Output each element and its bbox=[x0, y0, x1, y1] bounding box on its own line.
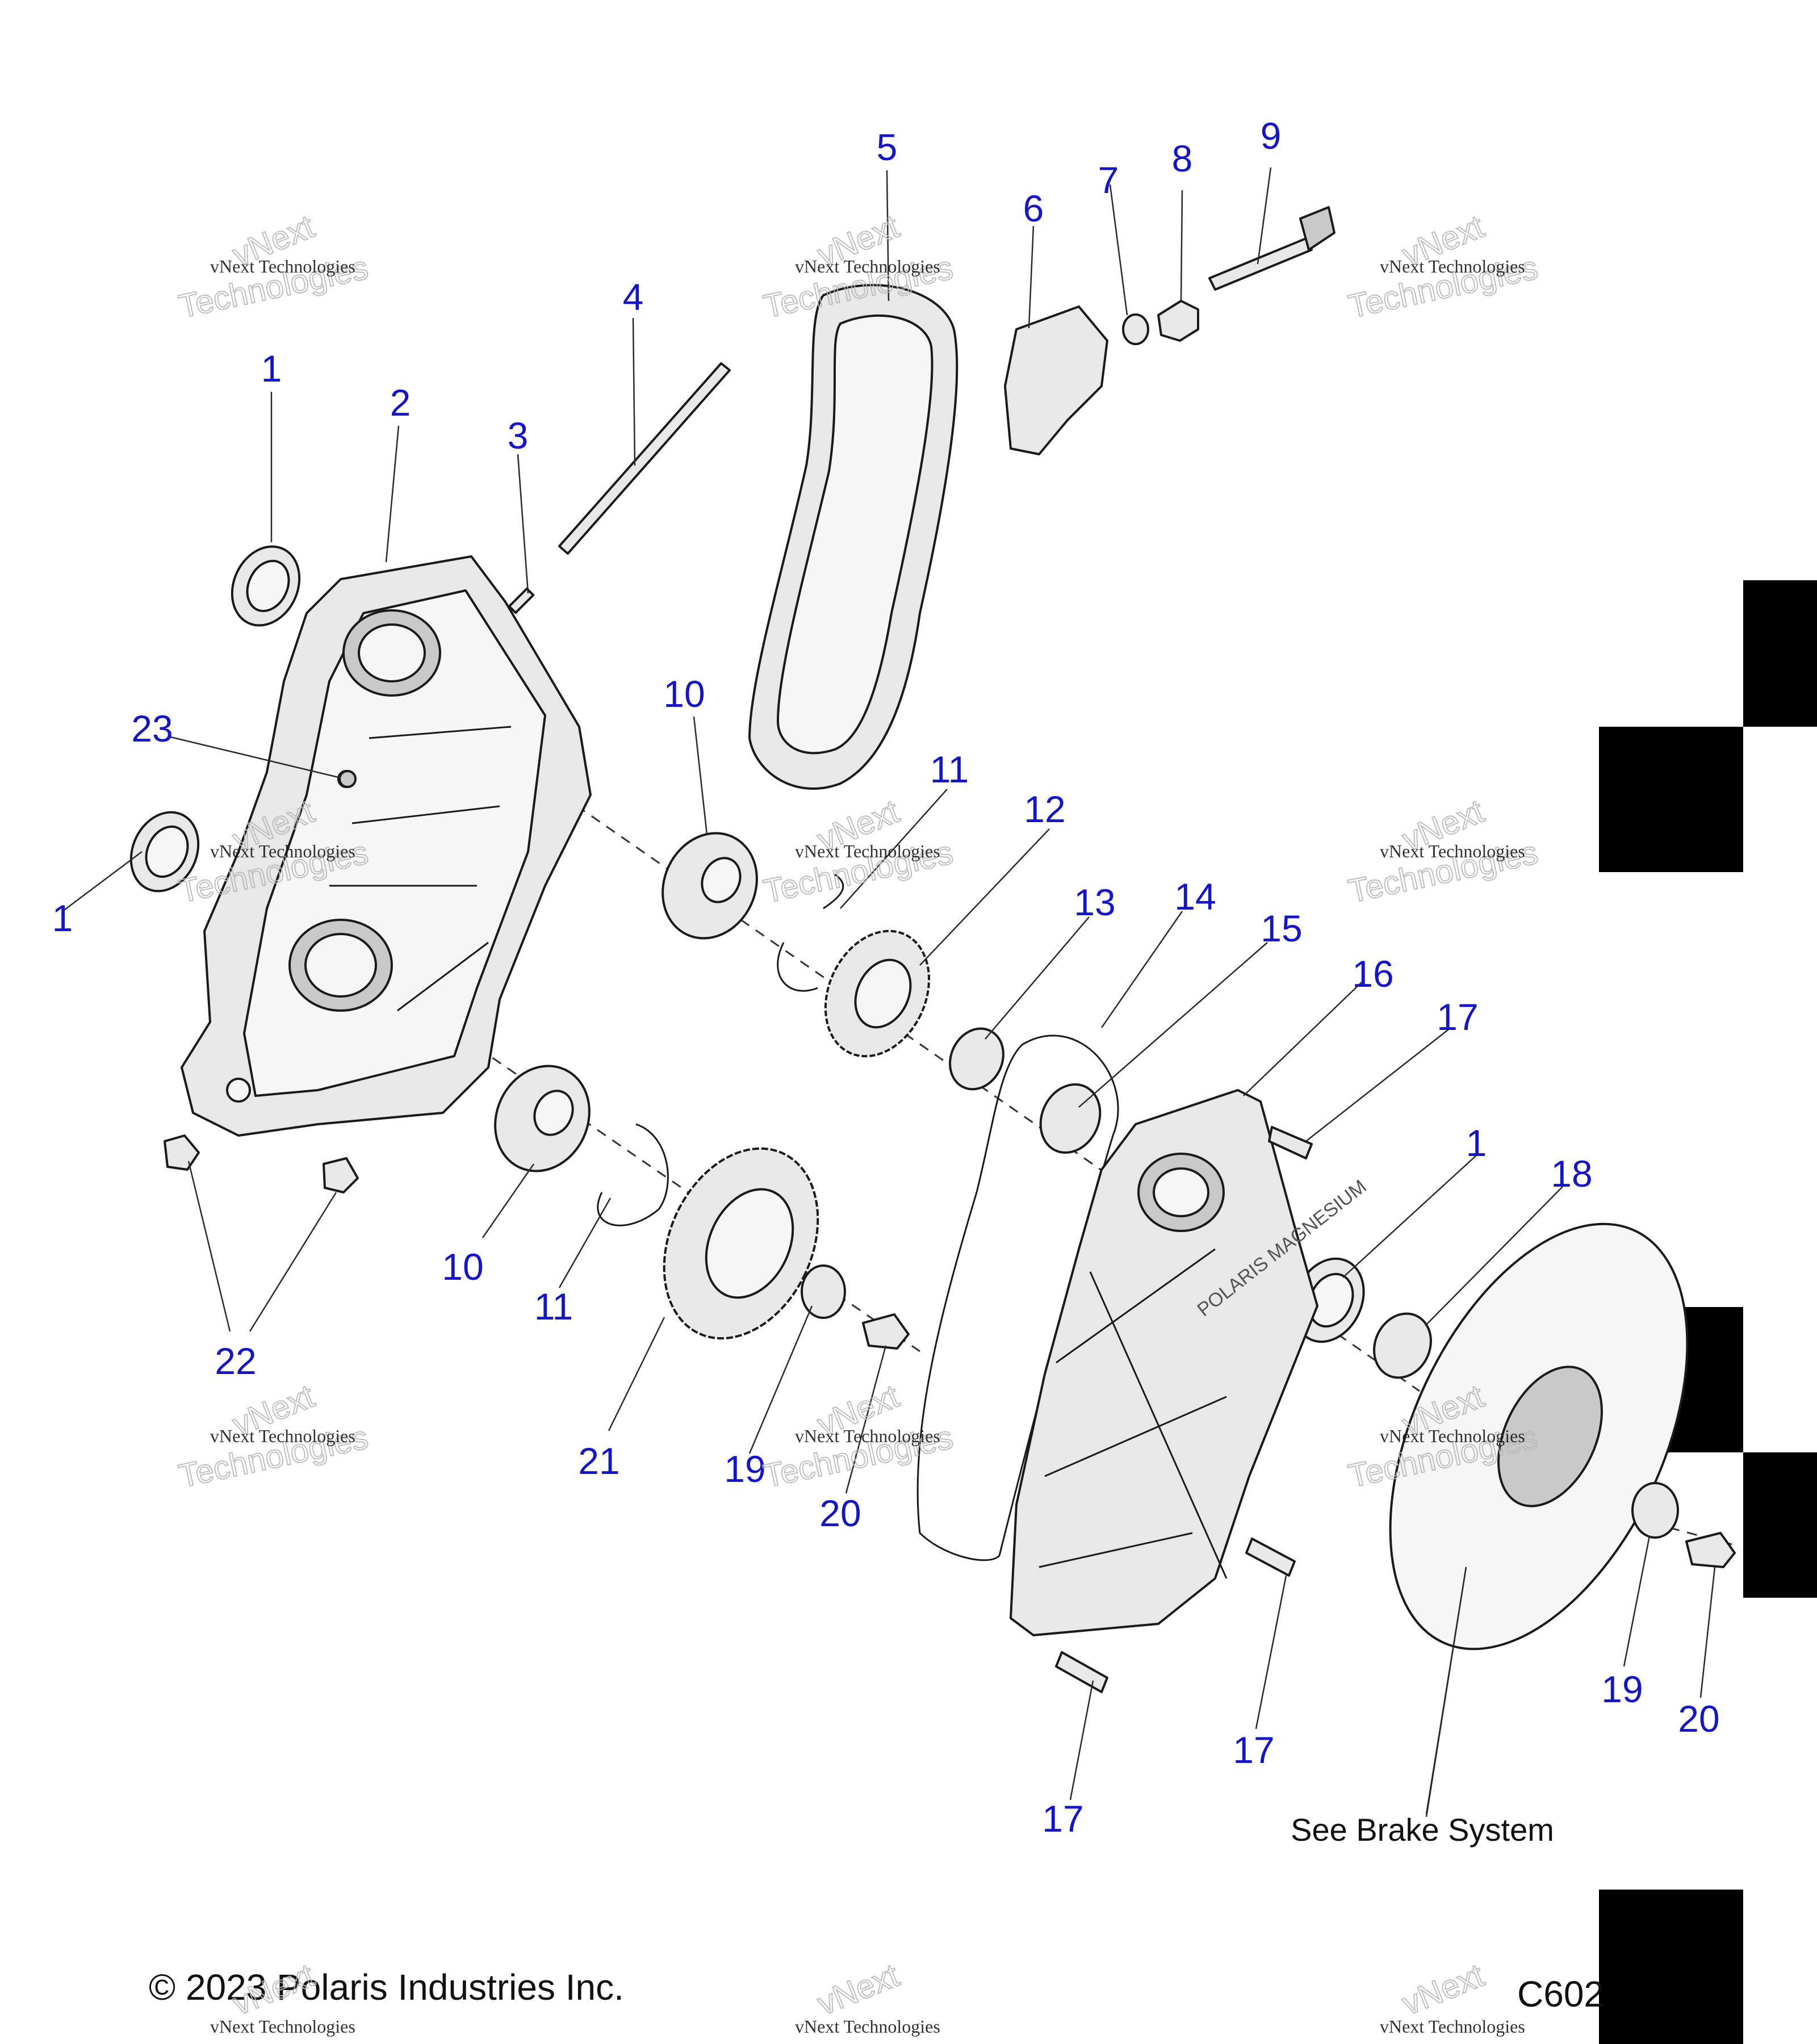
watermark: vNext vNext Technologies bbox=[1380, 1956, 1525, 2037]
callout-17: 17 bbox=[1437, 996, 1478, 1038]
snap-ring-lower bbox=[597, 1123, 669, 1226]
bearing-lower bbox=[494, 1065, 591, 1172]
callout-2: 2 bbox=[390, 382, 411, 424]
svg-text:vNext Technologies: vNext Technologies bbox=[1380, 256, 1525, 277]
copyright: © 2023 Polaris Industries Inc. bbox=[149, 1967, 624, 2008]
callout-8: 8 bbox=[1172, 137, 1193, 179]
callout-10: 10 bbox=[663, 673, 705, 715]
seal-upper-left bbox=[231, 545, 301, 627]
watermark: vNext Technologies vNext Technologies bbox=[175, 1377, 372, 1495]
callout-1: 1 bbox=[1466, 1122, 1487, 1164]
callout-21: 21 bbox=[578, 1440, 619, 1482]
svg-text:vNext Technologies: vNext Technologies bbox=[1380, 841, 1525, 861]
callout-9: 9 bbox=[1261, 115, 1282, 157]
leader-lines bbox=[62, 167, 1716, 1817]
seal-15 bbox=[1039, 1083, 1102, 1154]
diagram-code: C602 bbox=[1517, 1974, 1604, 2014]
svg-text:vNext Technologies: vNext Technologies bbox=[210, 2016, 355, 2037]
plug-22-right bbox=[323, 1157, 359, 1193]
dowel-pin bbox=[508, 587, 535, 614]
callouts: 1 2 3 4 5 6 7 8 9 23 1 10 11 12 13 14 15… bbox=[52, 115, 1720, 1840]
callout-15: 15 bbox=[1261, 907, 1302, 949]
driven-gear bbox=[663, 1147, 819, 1340]
cover-bolt-mid bbox=[1245, 1538, 1296, 1577]
callout-11: 11 bbox=[534, 1285, 573, 1327]
tensioner-shoe bbox=[1004, 305, 1108, 455]
cover-bolt-upper bbox=[1268, 1126, 1313, 1159]
registration-block bbox=[1599, 1890, 1743, 2044]
callout-12: 12 bbox=[1024, 788, 1065, 830]
shaft bbox=[558, 362, 731, 555]
brake-disc bbox=[1389, 1222, 1689, 1651]
bolt-20-left bbox=[862, 1313, 910, 1350]
registration-block bbox=[1743, 1452, 1817, 1598]
seal-right bbox=[1292, 1257, 1365, 1343]
callout-17: 17 bbox=[1042, 1798, 1083, 1840]
svg-text:vNext Technologies: vNext Technologies bbox=[1380, 2016, 1525, 2037]
gasket-o-ring bbox=[916, 1034, 1119, 1561]
watermark: vNext Technologies vNext Technologies bbox=[760, 792, 957, 910]
watermark: vNext vNext Technologies bbox=[795, 1956, 940, 2037]
svg-text:vNext Technologies: vNext Technologies bbox=[210, 256, 355, 277]
drive-gear bbox=[824, 929, 931, 1058]
callout-19: 19 bbox=[724, 1448, 765, 1490]
gearcase-cover: POLARIS MAGNESIUM bbox=[1010, 1089, 1371, 1636]
bushing-13 bbox=[949, 1027, 1004, 1091]
callout-4: 4 bbox=[623, 276, 644, 318]
svg-text:vNext Technologies: vNext Technologies bbox=[210, 841, 355, 861]
bolt-9 bbox=[1208, 206, 1335, 291]
callout-16: 16 bbox=[1352, 953, 1393, 995]
registration-block bbox=[1743, 580, 1817, 727]
see-brake-system-note: See Brake System bbox=[1291, 1812, 1554, 1848]
svg-text:vNext: vNext bbox=[1397, 1957, 1489, 2022]
svg-text:vNext Technologies: vNext Technologies bbox=[795, 2016, 940, 2037]
callout-10: 10 bbox=[442, 1246, 483, 1288]
cover-bolt-lower bbox=[1055, 1651, 1108, 1693]
washer-19-right bbox=[1631, 1482, 1679, 1539]
callout-5: 5 bbox=[877, 126, 898, 168]
callout-3: 3 bbox=[508, 414, 529, 456]
watermark: vNext Technologies vNext Technologies bbox=[1345, 792, 1542, 910]
callout-18: 18 bbox=[1551, 1153, 1592, 1195]
snap-ring-upper bbox=[777, 873, 844, 992]
callout-7: 7 bbox=[1098, 159, 1119, 201]
watermark: vNext Technologies vNext Technologies bbox=[175, 207, 372, 325]
callout-11: 11 bbox=[930, 748, 969, 790]
spacer-18 bbox=[1373, 1312, 1432, 1379]
washer-7 bbox=[1122, 313, 1149, 345]
svg-text:vNext: vNext bbox=[813, 1957, 905, 2022]
callout-17: 17 bbox=[1233, 1729, 1274, 1771]
callout-6: 6 bbox=[1023, 187, 1044, 229]
watermark: vNext Technologies vNext Technologies bbox=[1345, 207, 1542, 325]
seal-mid-left bbox=[129, 811, 200, 893]
svg-text:vNext Technologies: vNext Technologies bbox=[210, 1426, 355, 1446]
callout-14: 14 bbox=[1174, 876, 1216, 918]
callout-20: 20 bbox=[819, 1492, 861, 1534]
flange-nut-8 bbox=[1157, 300, 1199, 342]
bearing-upper bbox=[662, 832, 758, 940]
callout-19: 19 bbox=[1601, 1668, 1643, 1710]
bolt-20-right bbox=[1685, 1532, 1736, 1568]
svg-text:vNext Technologies: vNext Technologies bbox=[795, 256, 940, 277]
plug-22-left bbox=[164, 1134, 200, 1171]
drive-chain bbox=[748, 284, 958, 790]
brake-note-leader bbox=[1425, 1566, 1467, 1815]
callout-1: 1 bbox=[52, 897, 73, 939]
gearcase-housing bbox=[181, 555, 592, 1137]
registration-block bbox=[1599, 727, 1743, 872]
callout-20: 20 bbox=[1678, 1698, 1719, 1740]
registration-marks bbox=[1599, 580, 1817, 2044]
svg-text:vNext Technologies: vNext Technologies bbox=[1380, 1426, 1525, 1446]
callout-23: 23 bbox=[131, 707, 173, 749]
callout-13: 13 bbox=[1074, 881, 1115, 923]
pin-23 bbox=[338, 770, 357, 788]
svg-text:vNext Technologies: vNext Technologies bbox=[795, 841, 940, 861]
washer-19-left bbox=[801, 1264, 846, 1319]
svg-text:vNext Technologies: vNext Technologies bbox=[795, 1426, 940, 1446]
callout-22: 22 bbox=[215, 1340, 256, 1382]
callout-1: 1 bbox=[261, 347, 282, 389]
